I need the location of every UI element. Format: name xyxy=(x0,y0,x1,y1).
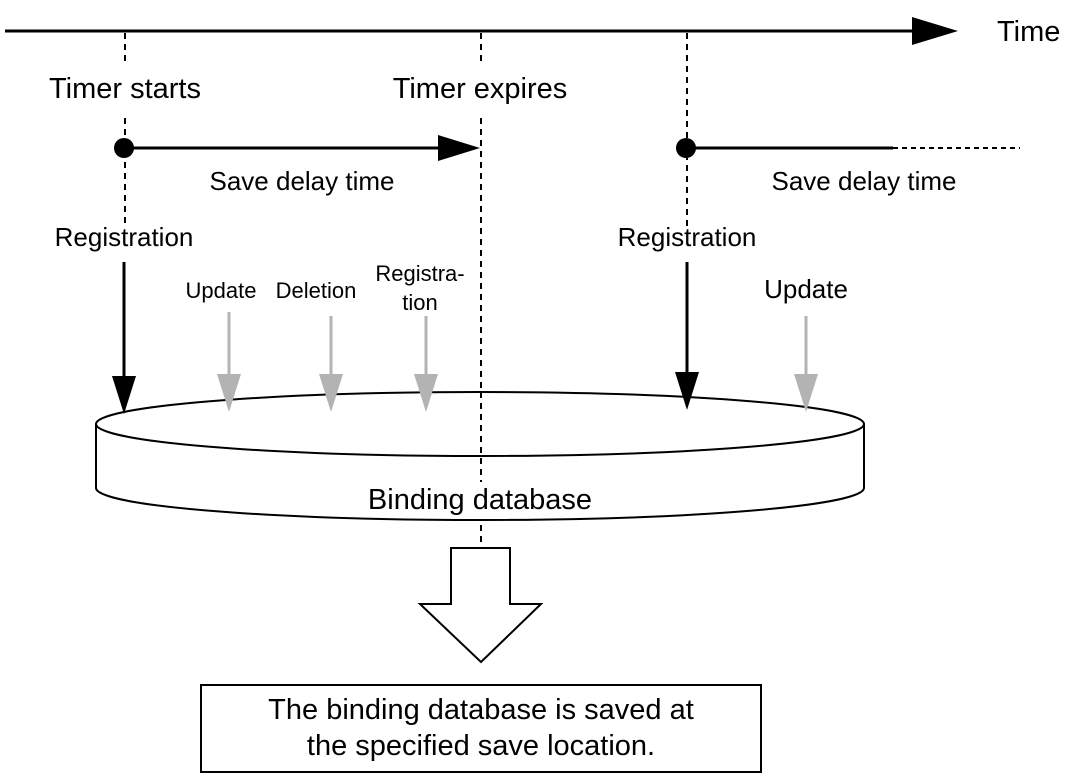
registration-label-1: Registration xyxy=(55,222,194,252)
update-arrow-1-head xyxy=(217,374,241,412)
time-axis-label: Time xyxy=(997,16,1060,48)
update-label-2: Update xyxy=(764,274,848,304)
time-axis-arrowhead xyxy=(912,17,958,45)
save-delay-period-arrowhead xyxy=(438,135,480,161)
save-delay-time-label-2: Save delay time xyxy=(772,166,957,196)
registration-arrow-1-head xyxy=(112,376,136,414)
save-delay-time-label-1: Save delay time xyxy=(210,166,395,196)
save-result-text-line2: the specified save location. xyxy=(307,730,655,762)
registration-arrow-2-head xyxy=(414,374,438,412)
registration-arrow-3-head xyxy=(675,372,699,410)
binding-database-label: Binding database xyxy=(368,484,592,516)
binding-database-cylinder-top xyxy=(95,391,865,457)
registration-label-2-line1: Registra- xyxy=(375,261,464,286)
update-label-1: Update xyxy=(186,278,257,303)
save-result-box xyxy=(200,684,762,773)
deletion-arrow-head xyxy=(319,374,343,412)
save-result-text-line1: The binding database is saved at xyxy=(268,694,694,726)
timer-expires-label: Timer expires xyxy=(393,73,568,105)
registration-label-2-line2: tion xyxy=(402,290,437,315)
timer-starts-label: Timer starts xyxy=(49,73,201,105)
deletion-label: Deletion xyxy=(276,278,357,303)
update-arrow-2-head xyxy=(794,374,818,412)
registration-label-3: Registration xyxy=(618,222,757,252)
save-flow-arrow xyxy=(417,547,544,664)
